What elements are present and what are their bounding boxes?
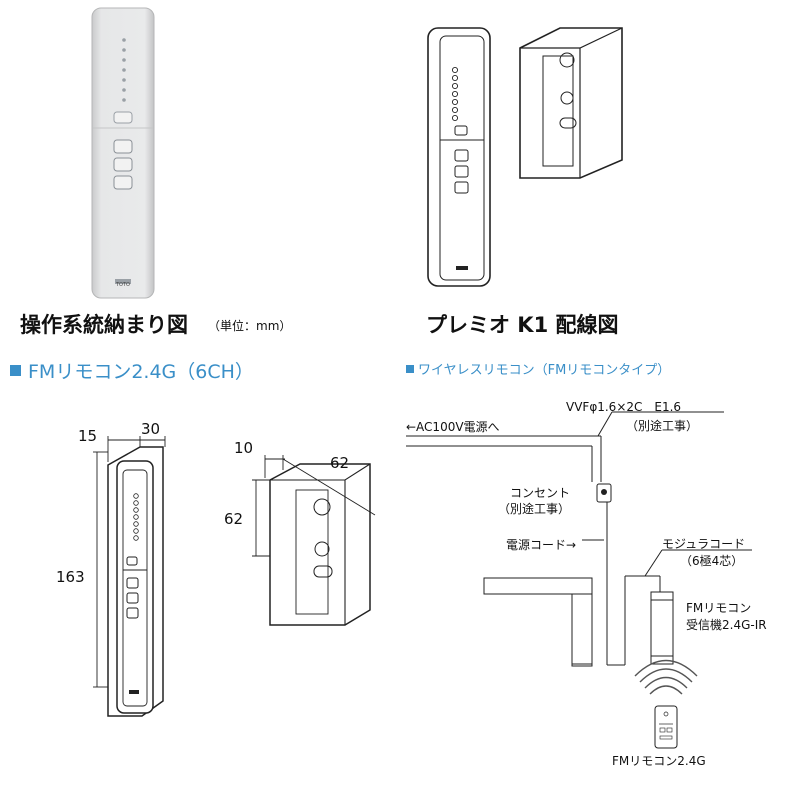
holder-depth-dim: 10 xyxy=(234,439,253,457)
section-title-left: FMリモコン2.4G（6CH） xyxy=(28,361,254,383)
holder-height-dim: 62 xyxy=(224,510,243,528)
remote-width-dim: 30 xyxy=(141,420,160,438)
section-square-icon xyxy=(10,365,21,376)
storage-diagram-heading: 操作系統納まり図 xyxy=(20,313,188,337)
holder-line-drawing xyxy=(519,27,623,179)
remote-photo xyxy=(91,7,155,299)
wireless-wave-icon xyxy=(634,659,698,695)
modular-cord-label: モジュラコード xyxy=(662,537,745,551)
remote-height-dim: 163 xyxy=(56,568,85,586)
photo-brand: TOTO xyxy=(115,282,130,288)
receiver-label-line2: 受信機2.4G-IR xyxy=(686,617,767,632)
small-remote xyxy=(654,705,678,749)
dimensioned-remote xyxy=(107,446,164,717)
holder-width-dim: 62 xyxy=(330,454,349,472)
outlet-note-label: （別途工事） xyxy=(498,501,570,516)
modular-spec-label: （6極4芯） xyxy=(680,553,743,568)
holder-dimension-lines xyxy=(252,455,376,557)
unit-note: （単位：mm） xyxy=(208,318,291,333)
cable-spec-label: VVFφ1.6×2C E1.6 xyxy=(566,400,681,414)
section-square-icon xyxy=(406,365,414,373)
receiver-label-line1: FMリモコン xyxy=(686,601,751,615)
cable-note-label: （別途工事） xyxy=(626,418,698,433)
counter-shelf xyxy=(483,577,593,667)
outlet-label: コンセント xyxy=(510,486,570,500)
wiring-lines xyxy=(406,411,752,666)
remote-dimension-lines xyxy=(93,436,166,688)
wiring-diagram-heading: プレミオ K1 配線図 xyxy=(426,313,619,337)
remote-line-drawing xyxy=(427,27,491,287)
remote-label: FMリモコン2.4G xyxy=(612,754,706,768)
dimensioned-holder xyxy=(269,463,371,626)
section-title-right: ワイヤレスリモコン（FMリモコンタイプ） xyxy=(418,363,670,378)
remote-depth-dim: 15 xyxy=(78,427,97,445)
ac-power-label: ←AC100V電源へ xyxy=(406,420,500,434)
power-cord-label: 電源コード→ xyxy=(506,538,576,552)
receiver-box xyxy=(650,591,674,665)
outlet xyxy=(596,483,612,503)
